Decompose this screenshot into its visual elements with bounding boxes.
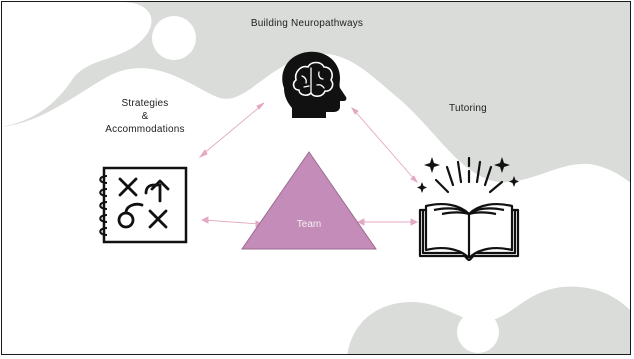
arrow-brain-to-tutoring bbox=[353, 109, 416, 181]
background-shapes bbox=[2, 2, 630, 354]
sparkle-icon bbox=[509, 176, 519, 187]
background-circle-bottom bbox=[457, 311, 499, 353]
sparkle-icon bbox=[424, 157, 440, 173]
brain-head-icon bbox=[282, 51, 347, 118]
title-building-neuropathways: Building Neuropathways bbox=[250, 18, 364, 29]
arrow-team-to-strategies bbox=[203, 219, 261, 225]
team-label: Team bbox=[296, 219, 322, 230]
accommodations-text: Accommodations bbox=[105, 124, 185, 135]
arrowhead bbox=[256, 102, 265, 110]
background-circle-top bbox=[152, 16, 196, 60]
sparkle-icon bbox=[417, 182, 427, 193]
background-blob-bottom-right bbox=[347, 286, 630, 354]
arrowhead bbox=[356, 218, 365, 226]
tutoring-label: Tutoring bbox=[449, 103, 487, 114]
sparkle-icon bbox=[494, 157, 510, 173]
team-triangle bbox=[241, 151, 377, 250]
arrowhead bbox=[410, 175, 419, 184]
slide: Building Neuropathways Strategies & Acco… bbox=[1, 1, 631, 355]
arrowhead bbox=[350, 106, 359, 115]
arrow-brain-to-strategies bbox=[201, 104, 263, 156]
strategy-playbook-icon bbox=[99, 166, 188, 244]
strategies-text: Strategies bbox=[121, 98, 169, 109]
ampersand-text: & bbox=[141, 111, 149, 122]
open-book-icon bbox=[417, 156, 520, 262]
arrowhead bbox=[200, 216, 209, 224]
arrowhead bbox=[198, 149, 208, 159]
connector-arrows bbox=[198, 102, 419, 228]
background-blob-top-left bbox=[2, 2, 152, 127]
strategies-accommodations-label: Strategies & Accommodations bbox=[90, 97, 200, 136]
arrowhead bbox=[410, 218, 419, 226]
